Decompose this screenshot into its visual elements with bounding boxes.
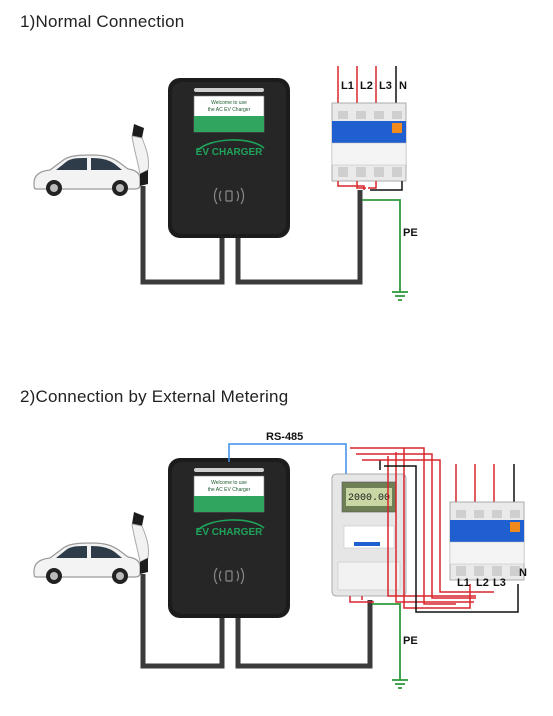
label-n: N (519, 567, 527, 579)
wire-pe (372, 603, 401, 680)
supply-cable (235, 190, 363, 285)
supply-cable (235, 600, 373, 669)
charging-cable (140, 186, 225, 285)
label-pe: PE (403, 635, 418, 647)
wire-pe (362, 199, 401, 292)
label-l3: L3 (379, 80, 392, 92)
external-metering-diagram: Welcome to use the AC EV Charger EV CHAR… (33, 431, 527, 689)
label-pe: PE (403, 227, 418, 239)
screen-line-2: the AC EV Charger (208, 107, 251, 113)
label-n: N (399, 80, 407, 92)
wire-rs485 (228, 443, 347, 474)
meter-reading: 2000.00 (348, 493, 390, 504)
charging-cable (140, 574, 225, 669)
ev-car-icon (33, 154, 141, 197)
section-title-external-metering: 2)Connection by External Metering (20, 387, 289, 406)
normal-connection-diagram: Welcome to use the AC EV Charger EV CHAR… (33, 66, 418, 301)
screen-line-1: Welcome to use (211, 480, 247, 486)
ground-icon (392, 291, 408, 301)
charger-brand-label: EV CHARGER (196, 527, 263, 538)
screen-line-1: Welcome to use (211, 100, 247, 106)
screen-line-2: the AC EV Charger (208, 487, 251, 493)
charger-brand-label: EV CHARGER (196, 147, 263, 158)
circuit-breaker (449, 501, 525, 581)
circuit-breaker (331, 102, 407, 182)
label-l2: L2 (360, 80, 373, 92)
label-rs485: RS-485 (266, 431, 303, 443)
label-l1: L1 (341, 80, 354, 92)
label-l1: L1 (457, 577, 470, 589)
label-l2: L2 (476, 577, 489, 589)
label-l3: L3 (493, 577, 506, 589)
ground-icon (392, 679, 408, 689)
ev-car-icon (33, 542, 141, 585)
section-title-normal: 1)Normal Connection (20, 12, 185, 31)
